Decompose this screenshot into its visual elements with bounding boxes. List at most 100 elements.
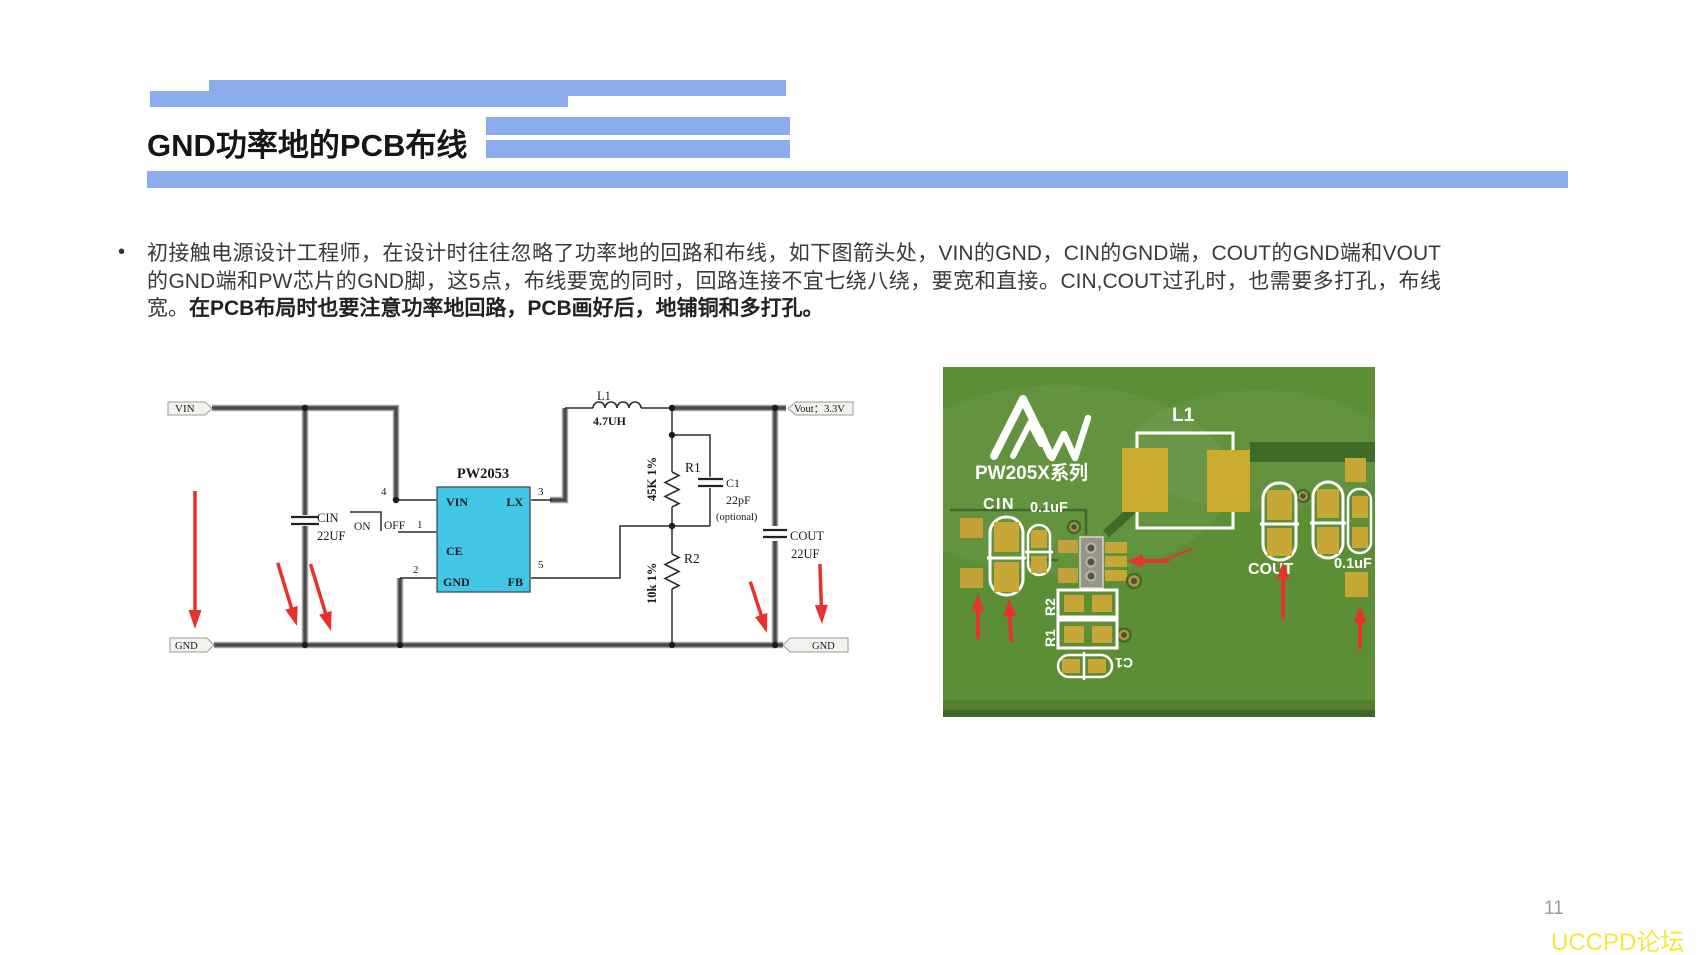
cout-pad-top — [1267, 490, 1292, 520]
cap01-footprint-silk — [1026, 523, 1052, 577]
cout2-pad-top — [1317, 489, 1339, 518]
inductor-ref-label: L1 — [597, 389, 611, 403]
pcb-arrow-cin-2 — [1003, 599, 1017, 643]
r1-pad-left — [1064, 626, 1084, 643]
r1-footprint-silk — [1056, 618, 1119, 650]
l1-pad-right — [1207, 450, 1250, 512]
vias — [1066, 488, 1311, 643]
arrow-gnd-5 — [814, 563, 828, 624]
c1-pad-left — [1062, 659, 1080, 673]
cin-value-label: 22UF — [317, 529, 346, 543]
r1-silk-label: R1 — [1042, 629, 1058, 647]
cout2-pad-bottom — [1317, 527, 1339, 554]
cout3-pad-top — [1352, 496, 1368, 518]
body-paragraph: 初接触电源设计工程师，在设计时往往忽略了功率地的回路和布线，如下图箭头处，VIN… — [147, 240, 1441, 323]
cin-pad-small-bottom — [960, 568, 983, 588]
arrow-gnd-4 — [748, 581, 768, 633]
page-number: 11 — [1544, 898, 1564, 919]
arrow-gnd-3 — [308, 563, 332, 631]
vout-net-label: Vout：3.3V — [794, 404, 845, 415]
pcb-arrow-ic — [1127, 554, 1169, 568]
r2-pad-right — [1092, 595, 1112, 612]
pcb-layout-image: L1 PW205X系列 CIN 0.1uF — [943, 367, 1375, 717]
ic-part-number: PW2053 — [457, 466, 509, 482]
r2-value-label: 10k 1% — [645, 563, 659, 604]
bullet-marker: • — [118, 241, 126, 263]
gnd-left-net-label: GND — [175, 641, 198, 652]
vin-net-label: VIN — [175, 403, 195, 415]
ic-pad-left-2 — [1058, 568, 1078, 583]
circuit-schematic: VIN GND GND Vout：3.3V PW2053 VIN LX CE G… — [167, 389, 854, 653]
cin-pad-top — [994, 522, 1019, 552]
inductor-coil — [592, 401, 642, 409]
title-accent-bar-mid-1 — [486, 117, 790, 135]
junction-dots — [301, 404, 779, 649]
pin-number-4: 4 — [381, 486, 387, 498]
pcb-logo — [990, 395, 1092, 462]
power-wires — [212, 406, 786, 647]
vout-net-tag — [787, 401, 854, 416]
cout-ref-label: COUT — [790, 529, 824, 543]
cout3-footprint-silk — [1346, 487, 1373, 555]
r2-ref-label: R2 — [684, 551, 700, 566]
pin-number-1: 1 — [417, 519, 423, 531]
ic-pad-right-1 — [1105, 542, 1127, 553]
resistor-zigzags — [663, 471, 681, 590]
body-text-bold: 在PCB布局时也要注意功率地回路，PCB画好后，地铺铜和多打孔。 — [189, 297, 824, 320]
arrow-gnd-2 — [276, 562, 298, 626]
cin-pad-bottom — [994, 562, 1019, 592]
cout-value-label: 22UF — [791, 547, 820, 561]
pin-number-5: 5 — [538, 559, 544, 571]
body-text: 初接触电源设计工程师，在设计时往往忽略了功率地的回路和布线，如下图箭头处，VIN… — [147, 242, 1441, 320]
pcb-arrow-right — [1353, 606, 1367, 649]
r1-value-label: 45K 1% — [645, 457, 659, 501]
watermark: UCCPD论坛 — [1551, 929, 1685, 955]
ic-body — [436, 486, 531, 593]
title-accent-bar-top-right — [209, 80, 786, 96]
ic-pin-hole-2 — [1085, 556, 1097, 568]
gnd-right-net-label: GND — [812, 641, 835, 652]
page-title: GND功率地的PCB布线 — [147, 128, 468, 163]
ic-pad-right-3 — [1105, 570, 1127, 581]
ic-pin-hole-1 — [1085, 542, 1097, 554]
switch-on-label: ON — [354, 521, 371, 533]
pin-number-2: 2 — [413, 564, 419, 576]
r2-pad-left — [1064, 595, 1084, 612]
ic-pin-vin-label: VIN — [446, 495, 468, 509]
cin-value-silk-label: 0.1uF — [1030, 500, 1068, 516]
pad-bottom-right — [1345, 572, 1368, 597]
gnd-annotation-arrows — [188, 491, 828, 633]
ic-pin-lx-label: LX — [506, 495, 523, 509]
l1-silk-label: L1 — [1172, 405, 1195, 426]
gnd-right-net-tag — [782, 637, 849, 653]
pin-number-3: 3 — [538, 486, 544, 498]
r2-silk-label: R2 — [1042, 598, 1058, 616]
ic-pin-gnd-label: GND — [443, 575, 470, 589]
c1-pad-right — [1088, 659, 1106, 673]
cout3-pad-bottom — [1352, 527, 1368, 548]
pcb-annotation-arrows — [971, 548, 1367, 649]
cout-pad-bottom — [1267, 528, 1292, 556]
signal-wires — [350, 407, 711, 645]
board-bottom-edge — [943, 710, 1375, 717]
cin-pad-small-top — [960, 518, 983, 538]
ic-pad-left-1 — [1058, 540, 1078, 553]
cap01-pad-top — [1031, 530, 1047, 548]
r1-ref-label: R1 — [685, 460, 701, 475]
vin-net-tag — [167, 401, 213, 416]
cap01-pad-bottom — [1031, 556, 1047, 573]
arrow-gnd-1 — [188, 491, 202, 629]
cout-footprint-silk — [1261, 481, 1298, 562]
cout2-footprint-silk — [1311, 480, 1345, 560]
c1-note-label: (optional) — [716, 512, 758, 523]
pad-top-right — [1345, 458, 1366, 482]
ic-pin-fb-label: FB — [508, 575, 523, 589]
pcb-arrow-cin-1 — [971, 594, 985, 639]
gnd-left-net-tag — [169, 637, 215, 653]
c1-ref-label: C1 — [726, 476, 740, 490]
net-tags — [167, 401, 854, 653]
r2-footprint-silk — [1056, 588, 1119, 619]
pcb-arrow-ic-tail — [1165, 548, 1193, 560]
ic-pad-right-2 — [1105, 556, 1127, 567]
